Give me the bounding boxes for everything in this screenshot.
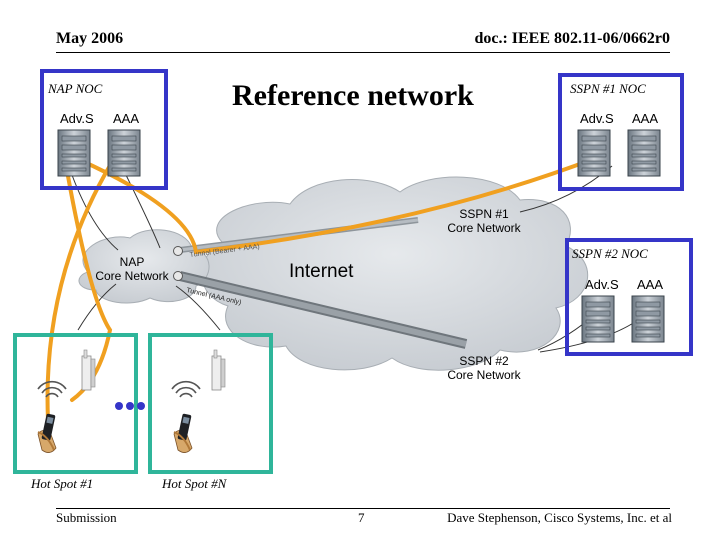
nap-core-label-line2: Core Network [95,269,169,283]
sspn1-aaa-label: AAA [632,111,659,126]
hotspot-n-box [148,333,273,474]
hotspot-1-label: Hot Spot #1 [31,476,94,491]
tunnel-bearer-aaa [173,217,419,256]
slide-title: Reference network [232,79,474,112]
internet-label: Internet [289,261,354,282]
footer-author: Dave Stephenson, Cisco Systems, Inc. et … [447,510,672,525]
sspn1-advs-label: Adv.S [580,111,614,126]
sspn2-noc-box [565,238,693,356]
sspn1-core-label: SSPN #1 Core Network [432,207,536,235]
sspn2-noc-label: SSPN #2 NOC [572,246,648,261]
sspn2-core-label-line1: SSPN #2 [459,354,509,368]
footer-page-number: 7 [358,510,365,525]
nap-noc-box [40,69,168,190]
nap-core-label: NAP Core Network [84,255,180,283]
sspn2-advs-label: Adv.S [585,277,619,292]
header-doc-id: doc.: IEEE 802.11-06/0662r0 [474,30,670,47]
tunnel-aaa-only [173,271,468,349]
sspn2-core-label: SSPN #2 Core Network [432,354,536,382]
footer-submission: Submission [56,510,117,525]
nap-advs-label: Adv.S [60,111,94,126]
sspn1-noc-label: SSPN #1 NOC [570,81,646,96]
nap-core-label-line1: NAP [119,255,145,269]
footer-rule [56,508,670,509]
header-rule [56,52,670,53]
hotspot-1-box [13,333,138,474]
nap-noc-label: NAP NOC [48,81,103,96]
sspn1-core-label-line1: SSPN #1 [459,207,509,221]
sspn1-noc-box [558,73,684,191]
sspn2-aaa-label: AAA [637,277,664,292]
sspn1-core-label-line2: Core Network [447,221,521,235]
hotspot-n-label: Hot Spot #N [162,476,227,491]
header-date: May 2006 [56,30,124,47]
hotspot-ellipsis [115,402,145,410]
sspn2-core-label-line2: Core Network [447,368,521,382]
nap-aaa-label: AAA [113,111,140,126]
